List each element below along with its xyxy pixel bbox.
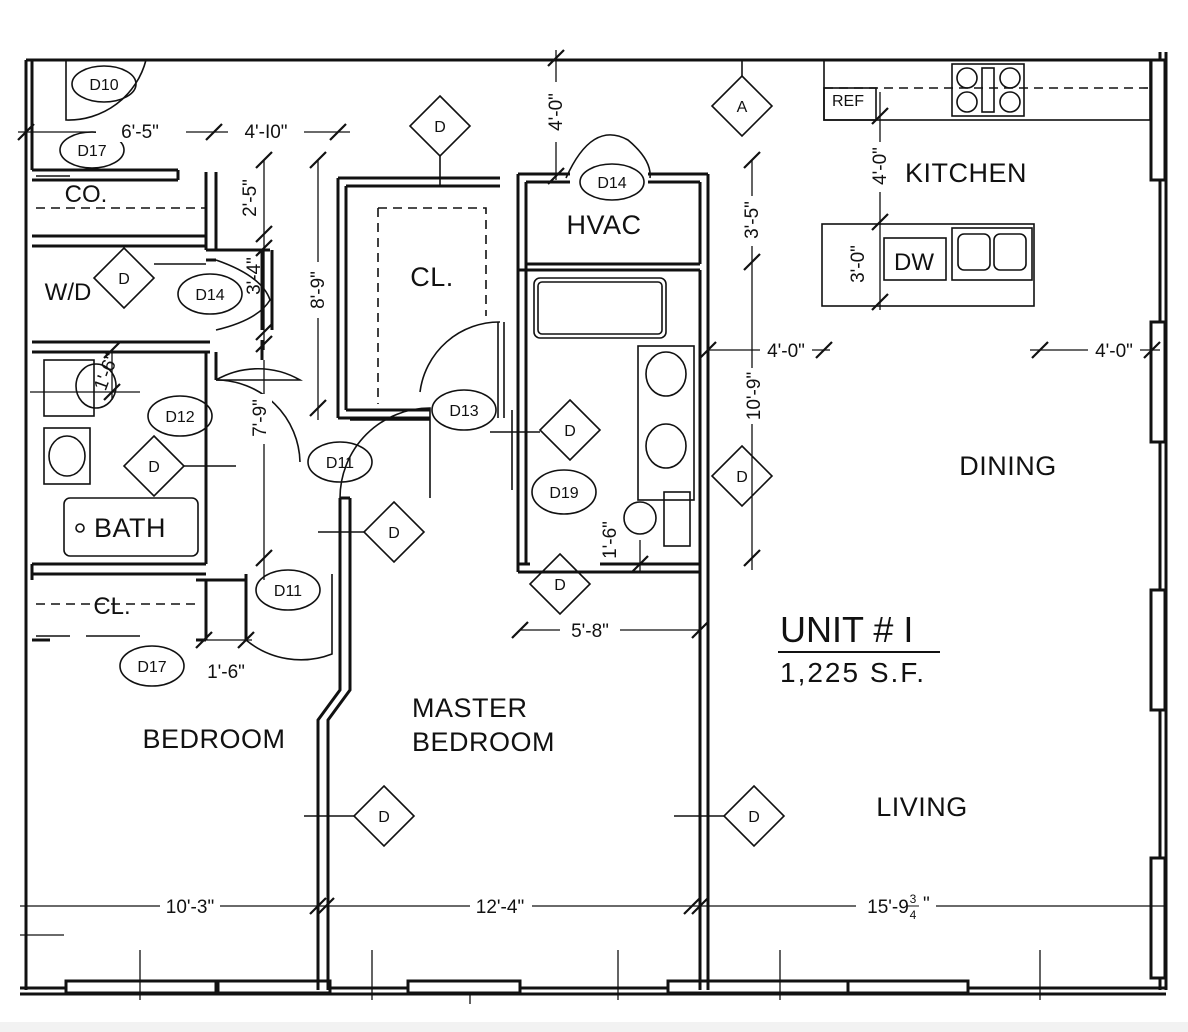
door-tags: D10 D17 D14 D14 D12 D13 D11 D11 D19 D17 bbox=[59, 65, 645, 687]
detector-label: D bbox=[736, 469, 748, 486]
detector-living: D bbox=[674, 784, 786, 848]
dim-label: 2'-5" bbox=[240, 179, 261, 217]
detector-mbath-lower: D bbox=[528, 552, 592, 616]
door-tag: D17 bbox=[77, 143, 106, 160]
bath-label: BATH bbox=[94, 513, 166, 543]
alarm-label: A bbox=[737, 99, 748, 116]
door-tag: D12 bbox=[165, 409, 194, 426]
kitchen-fixtures bbox=[821, 59, 1151, 307]
alarm-symbol: A bbox=[710, 60, 774, 138]
dimension-ticks bbox=[17, 49, 1161, 915]
door-tag: D10 bbox=[89, 77, 118, 94]
bath-fixtures bbox=[43, 277, 695, 557]
unit-area: 1,225 S.F. bbox=[780, 657, 926, 688]
detector-dining: D bbox=[710, 444, 774, 508]
unit-number: UNIT # I bbox=[780, 609, 913, 650]
door-swings bbox=[65, 59, 651, 661]
door-tag: D14 bbox=[597, 175, 626, 192]
detector-symbols: D D D D D D D bbox=[92, 60, 786, 848]
detector-label: D bbox=[554, 577, 566, 594]
dim-label: 1'-6" bbox=[600, 521, 621, 559]
dim-label: 15'-9 bbox=[867, 897, 909, 918]
closet-label: CL. bbox=[410, 262, 454, 292]
kitchen-label: KITCHEN bbox=[905, 158, 1027, 188]
dim-label: 8'-9" bbox=[308, 271, 329, 309]
detector-label: D bbox=[434, 119, 446, 136]
dim-label: 3'-4" bbox=[244, 257, 265, 295]
detector-label: D bbox=[378, 809, 390, 826]
door-tag: D11 bbox=[274, 583, 302, 600]
dim-label: 4'-I0" bbox=[244, 122, 287, 143]
dim-label: 1'-6" bbox=[207, 662, 245, 683]
dimension-labels: 6'-5" 4'-I0" 2'-5" 3'-4" 8'-9" 4'-0" 4'-… bbox=[90, 82, 1140, 922]
detector-label: D bbox=[148, 459, 160, 476]
exterior-walls bbox=[20, 52, 1168, 996]
bedroom-closet-label: CL. bbox=[93, 593, 130, 620]
dim-label: 4'-0" bbox=[870, 147, 891, 185]
detector-label: D bbox=[564, 423, 576, 440]
dim-label: 5'-8" bbox=[571, 621, 609, 642]
dim-inch-mark: " bbox=[923, 894, 930, 915]
door-tag: D14 bbox=[195, 287, 224, 304]
room-labels: KITCHEN DINING LIVING MASTER BEDROOM BED… bbox=[45, 93, 1057, 822]
door-tag: D11 bbox=[326, 455, 354, 472]
living-label: LIVING bbox=[876, 792, 968, 822]
dim-label: 4'-0" bbox=[1095, 341, 1133, 362]
unit-title: UNIT # I 1,225 S.F. bbox=[778, 609, 940, 688]
dim-label: 10'-9" bbox=[744, 372, 765, 420]
detector-closet: D bbox=[408, 94, 472, 186]
door-tag: D17 bbox=[137, 659, 166, 676]
windows bbox=[64, 58, 1167, 995]
detector-label: D bbox=[388, 525, 400, 542]
washer-dryer-label: W/D bbox=[45, 279, 92, 306]
detector-master: D bbox=[304, 784, 416, 848]
door-tag: D19 bbox=[549, 485, 578, 502]
refrigerator-label: REF bbox=[832, 93, 864, 110]
detector-label: D bbox=[748, 809, 760, 826]
detector-hall: D bbox=[318, 500, 426, 564]
dim-label: 3'-0" bbox=[848, 245, 869, 283]
dim-label: 4'-0" bbox=[767, 341, 805, 362]
dishwasher-label: DW bbox=[894, 249, 934, 276]
master-bedroom-label-line1: MASTER bbox=[412, 693, 528, 723]
detector-mbath: D bbox=[490, 398, 602, 462]
door-tag: D13 bbox=[449, 403, 478, 420]
detector-label: D bbox=[118, 271, 130, 288]
dim-fraction-denominator: 4 bbox=[910, 908, 917, 922]
dim-fraction-numerator: 3 bbox=[910, 892, 917, 906]
coat-closet-label: CO. bbox=[65, 181, 108, 208]
dim-label: 10'-3" bbox=[166, 897, 214, 918]
dim-label: 3'-5" bbox=[742, 201, 763, 239]
detector-bath: D bbox=[122, 434, 236, 498]
dining-label: DINING bbox=[959, 451, 1057, 481]
master-bedroom-label-line2: BEDROOM bbox=[412, 727, 555, 757]
detector-wd: D bbox=[92, 246, 206, 310]
interior-walls bbox=[30, 168, 710, 990]
bedroom-label: BEDROOM bbox=[142, 724, 285, 754]
dim-label: 12'-4" bbox=[476, 897, 524, 918]
closet-rods bbox=[36, 87, 1150, 637]
bottom-edge bbox=[0, 1022, 1188, 1032]
dim-label: 7'-9" bbox=[250, 399, 271, 437]
dimension-lines bbox=[18, 50, 1166, 1004]
hvac-label: HVAC bbox=[566, 210, 641, 240]
dim-label: 6'-5" bbox=[121, 122, 159, 143]
dim-label: 4'-0" bbox=[546, 93, 567, 131]
